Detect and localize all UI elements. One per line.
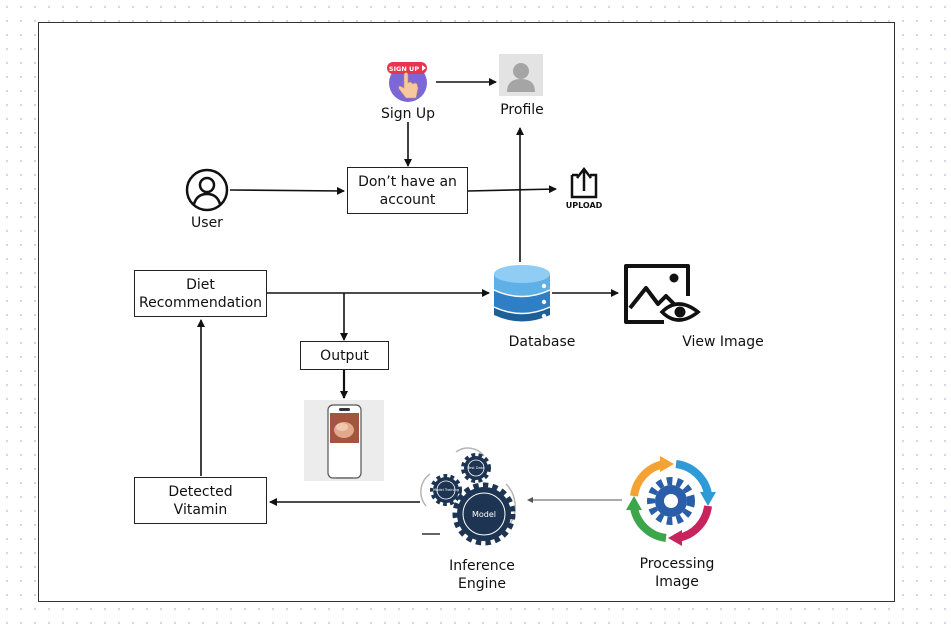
processing-image-label: Processing Image [632,555,722,591]
no-account-box[interactable]: Don’t have an account [347,167,468,214]
user-label: User [191,215,223,231]
phone-output-icon[interactable] [304,400,384,481]
view-image-label: View Image [682,334,764,350]
view-image-icon[interactable] [622,262,702,326]
diet-line2: Recommendation [138,294,263,311]
output-box[interactable]: Output [300,341,389,370]
processing-cycle-icon[interactable] [624,454,718,548]
profile-label: Profile [500,102,544,118]
upload-label: UPLOAD [566,201,603,210]
inference-line2: Engine [458,576,506,592]
database-icon[interactable] [491,262,553,324]
gear-model-text: Model [472,510,496,519]
inference-line1: Inference [449,558,515,574]
detected-line2: Vitamin [173,501,228,518]
sign-up-label: Sign Up [380,106,436,122]
upload-icon[interactable]: UPLOAD [560,163,608,211]
no-account-line1: Don’t have an [358,173,457,190]
gears-icon[interactable]: Model Model Training Test Data [420,446,524,546]
profile-avatar-icon[interactable] [499,54,543,96]
no-account-line2: account [379,191,436,208]
diet-recommendation-box[interactable]: Diet Recommendation [134,270,267,317]
sign-up-icon[interactable]: SIGN UP [386,58,430,104]
detected-vitamin-box[interactable]: Detected Vitamin [134,477,267,524]
user-circle-icon[interactable] [185,168,229,212]
detected-line1: Detected [168,483,233,500]
arrow-user-to-account [229,186,345,195]
processing-line2: Image [655,574,699,590]
diet-line1: Diet [186,276,215,293]
arrow-account-to-upload [467,185,557,194]
database-label: Database [508,334,576,350]
gear-test-text: Test Data [467,466,485,470]
output-label: Output [320,347,369,364]
inference-engine-label: Inference Engine [440,557,524,593]
processing-line1: Processing [639,556,715,572]
gear-training-text: Model Training [433,488,459,492]
sign-up-badge-text: SIGN UP [389,65,419,73]
